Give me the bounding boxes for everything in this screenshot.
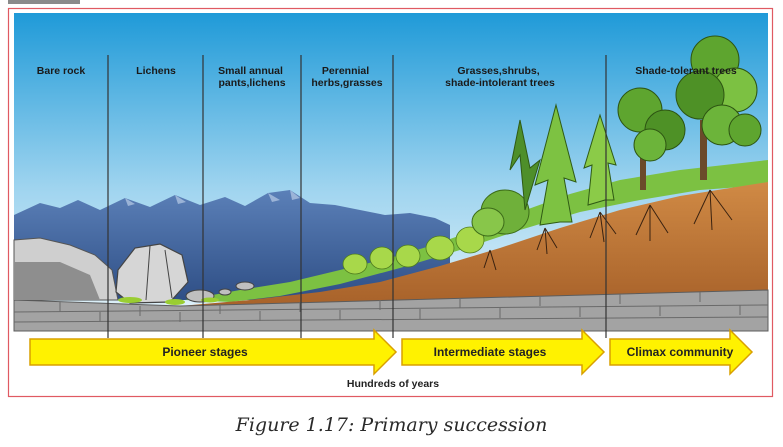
arrow-label-intermediate: Intermediate stages [434,345,547,359]
stage-label-line: Shade-tolerant trees [635,65,737,77]
stage-label-bare-rock: Bare rock [37,65,86,77]
stage-label-climax-trees: Shade-tolerant trees [635,65,737,77]
strata-lines [13,292,769,323]
stage-label-line: Bare rock [37,65,86,77]
figure-caption: Figure 1.17: Primary succession [235,414,548,436]
corner-tab [8,0,80,4]
stage-dividers [107,55,607,338]
stage-label-lichens: Lichens [136,65,176,77]
herb-tufts [342,226,485,275]
pebble [218,288,232,296]
arrow-climax [609,328,754,376]
stage-label-line: pants,lichens [218,77,285,89]
stage-label-line: herbs,grasses [311,77,382,89]
deciduous-trees [617,35,762,190]
boulder-large [115,243,189,304]
stage-label-line: Perennial [322,65,369,77]
stage-label-annuals: Small annual pants,lichens [218,65,286,89]
arrow-intermediate [401,328,606,376]
stage-label-line: shade-intolerant trees [445,77,555,89]
shrubs [471,189,530,237]
lichen-patches [118,297,219,305]
stage-label-perennials: Perennial herbs,grasses [311,65,382,89]
stage-label-line: Small annual [218,65,283,77]
boulder-crack [145,245,173,301]
roots [483,189,733,271]
stage-label-shrubs: Grasses,shrubs, shade-intolerant trees [445,65,555,89]
time-axis-label: Hundreds of years [347,378,439,390]
stage-arrows: Pioneer stages Intermediate stages Clima… [29,328,754,376]
stage-labels: Bare rock Lichens Small annual pants,lic… [37,65,737,89]
bare-rock-shade [14,262,100,300]
soil-layer [180,182,768,306]
arrow-pioneer [29,328,398,376]
pebble [235,281,255,291]
stage-label-line: Lichens [136,65,176,77]
arrow-label-climax: Climax community [627,345,734,359]
arrow-label-pioneer: Pioneer stages [162,345,248,359]
conifer-trees [509,103,617,226]
stage-label-line: Grasses,shrubs, [457,65,539,77]
